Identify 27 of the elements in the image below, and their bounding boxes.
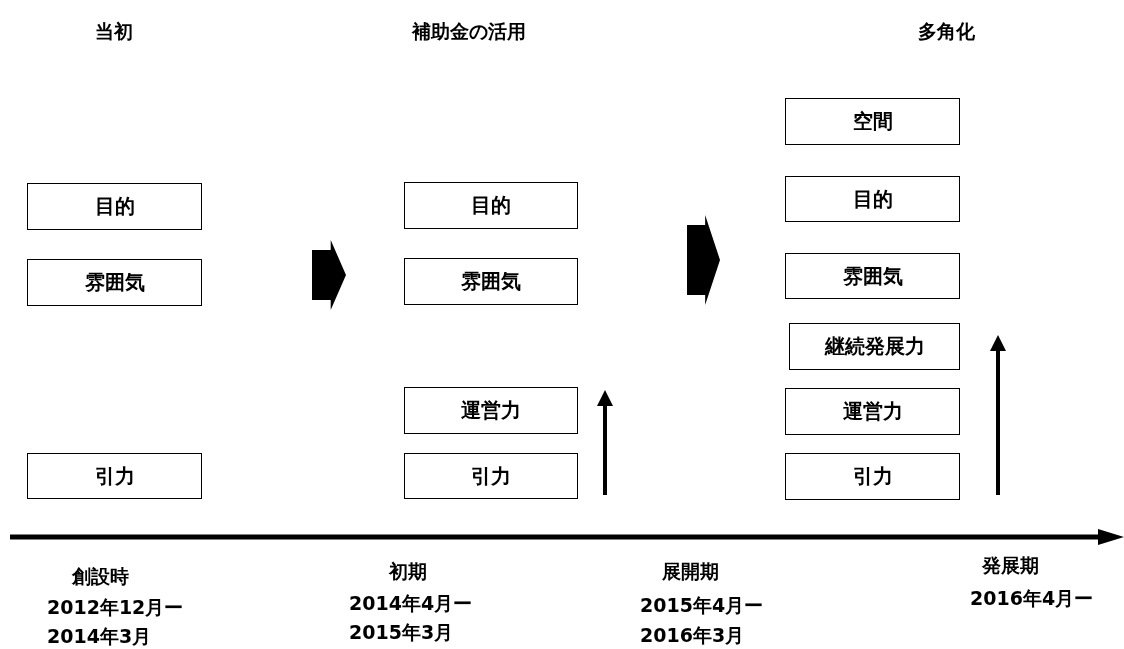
date-text: 2014年3月: [47, 627, 152, 646]
label-box: 引力: [27, 453, 202, 499]
label-box: 雰囲気: [27, 259, 202, 306]
label-box: 雰囲気: [404, 258, 578, 305]
date-text: 2016年4月ー: [970, 589, 1094, 608]
period-name: 創設時: [72, 567, 129, 586]
label-box: 引力: [404, 453, 578, 499]
date-text: 2015年4月ー: [640, 596, 764, 615]
label-box: 継続発展力: [789, 323, 960, 370]
label-box: 空間: [785, 98, 960, 145]
period-name: 発展期: [982, 556, 1039, 575]
period-name: 初期: [389, 562, 427, 581]
label-box: 引力: [785, 453, 960, 500]
heading: 多角化: [918, 22, 975, 41]
label-box: 目的: [27, 183, 202, 230]
label-box: 目的: [785, 176, 960, 222]
label-box: 運営力: [785, 388, 960, 435]
heading: 当初: [95, 22, 133, 41]
heading: 補助金の活用: [412, 22, 526, 41]
date-text: 2012年12月ー: [47, 598, 184, 617]
label-box: 目的: [404, 182, 578, 229]
date-text: 2014年4月ー: [349, 594, 473, 613]
date-text: 2016年3月: [640, 626, 745, 645]
label-box: 運営力: [404, 387, 578, 434]
period-name: 展開期: [662, 562, 719, 581]
date-text: 2015年3月: [349, 623, 454, 642]
label-box: 雰囲気: [785, 253, 960, 299]
